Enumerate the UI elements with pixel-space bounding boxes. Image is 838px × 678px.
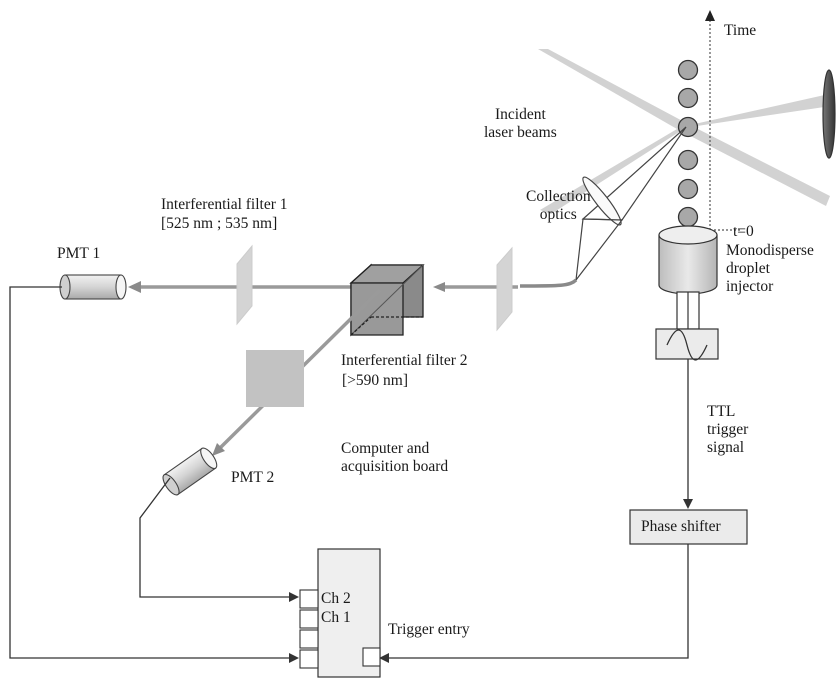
injector-label: Monodisperse droplet injector (726, 242, 814, 295)
main-beam (128, 281, 518, 293)
phase-shifter-box (629, 509, 748, 545)
channel-2-label: Ch 2 (321, 590, 351, 607)
incident-laser-beams (538, 49, 831, 214)
beam-splitter-cube (349, 263, 425, 337)
time-axis-label: Time (724, 22, 757, 39)
input-filter (496, 246, 513, 332)
incident-laser-beams-label: Incident laser beams (484, 106, 557, 141)
droplet-stream (677, 59, 699, 228)
ttl-trigger-signal-label: TTL trigger signal (707, 403, 749, 456)
ttl-signal-line (683, 359, 693, 509)
pmt-1 (59, 274, 127, 300)
t-zero-label: t=0 (733, 223, 754, 240)
computer-board-label: Computer and acquisition board (341, 440, 449, 475)
filter-2-name-label: Interferential filter 2 (341, 352, 468, 369)
interferential-filter-2 (246, 350, 304, 407)
trigger-line (379, 544, 689, 663)
optical-fiber (519, 278, 578, 288)
droplet-injector (658, 225, 718, 330)
trigger-entry-label: Trigger entry (388, 621, 470, 638)
mirror (822, 69, 836, 159)
pmt2-cable (139, 477, 299, 602)
acquisition-board (299, 548, 381, 678)
collection-optics-label: Collection optics (526, 188, 591, 223)
pmt1-cable (9, 286, 299, 663)
pmt-2 (162, 447, 218, 496)
collection-optics (575, 126, 687, 283)
filter-1-band-label: [525 nm ; 535 nm] (161, 215, 278, 232)
filter-2-band-label: [>590 nm] (342, 372, 408, 389)
pmt-2-label: PMT 2 (231, 469, 275, 486)
filter-1-name-label: Interferential filter 1 (161, 196, 288, 213)
signal-generator (655, 328, 719, 361)
channel-1-label: Ch 1 (321, 609, 351, 626)
pmt-1-label: PMT 1 (57, 245, 101, 262)
phase-shifter-label: Phase shifter (641, 518, 721, 535)
interferential-filter-1 (236, 244, 253, 326)
